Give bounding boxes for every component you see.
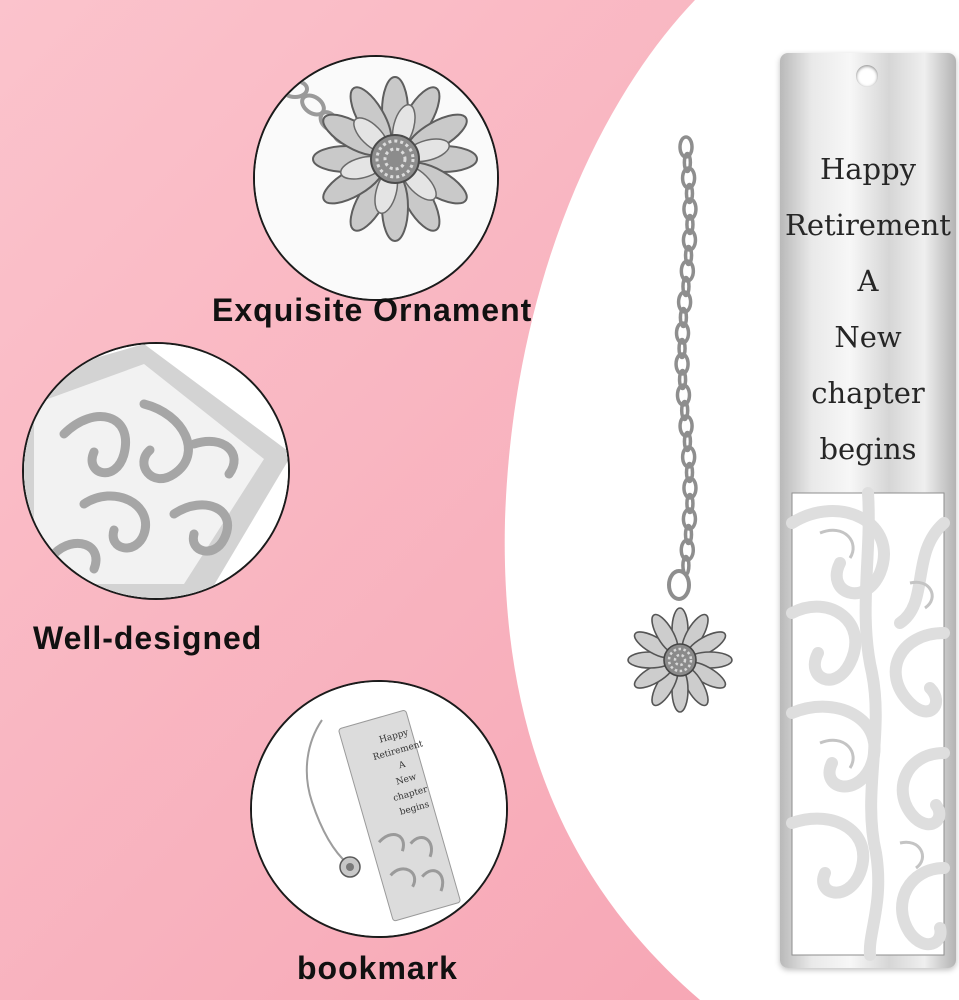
chain-link: [682, 197, 698, 221]
engraving-line: begins: [819, 432, 917, 466]
chain-link: [683, 244, 694, 267]
chain-link: [685, 213, 695, 236]
engraving-line: New: [834, 320, 902, 354]
filigree-pattern-icon: [24, 344, 288, 598]
chain-link: [681, 275, 691, 298]
engraving-line: Happy: [819, 152, 917, 186]
callout-bookmark: Happy Retirement A New chapter begins: [250, 680, 508, 938]
caption-exquisite-ornament: Exquisite Ornament: [212, 292, 533, 328]
chain-link: [678, 306, 689, 329]
chain-icon: [674, 135, 698, 577]
chain-link: [684, 461, 695, 484]
sunflower-charm-icon: [255, 57, 497, 299]
engraving-line: chapter: [811, 376, 925, 410]
sunflower-pendant-icon: [627, 607, 733, 713]
chain-link: [682, 151, 693, 174]
caption-well-designed: Well-designed: [33, 620, 263, 656]
chain-link: [677, 337, 687, 360]
mini-bookmark-icon: [252, 682, 506, 936]
retirement-bookmark: Happy Retirement A New chapter begins: [780, 53, 956, 968]
bookmark-hole: [856, 65, 878, 87]
filigree-cutout-pattern: [786, 487, 950, 961]
engraving-line: A: [857, 264, 879, 298]
chain-link: [677, 368, 688, 391]
chain-link: [685, 492, 695, 515]
chain-link: [674, 321, 691, 345]
chain-link: [684, 182, 695, 205]
chain-link: [679, 399, 690, 422]
engraving-line: Retirement: [785, 208, 951, 242]
chain-link: [682, 476, 698, 500]
chain-link: [674, 352, 690, 376]
chain-link: [682, 430, 693, 453]
callout-design: [22, 342, 290, 600]
chain-link: [683, 523, 694, 546]
bookmark-engraving: Happy Retirement A New chapter begins: [780, 141, 956, 477]
callout-ornament: [253, 55, 499, 301]
caption-bookmark: bookmark: [297, 950, 458, 986]
chain-with-sunflower-pendant: [627, 135, 733, 713]
